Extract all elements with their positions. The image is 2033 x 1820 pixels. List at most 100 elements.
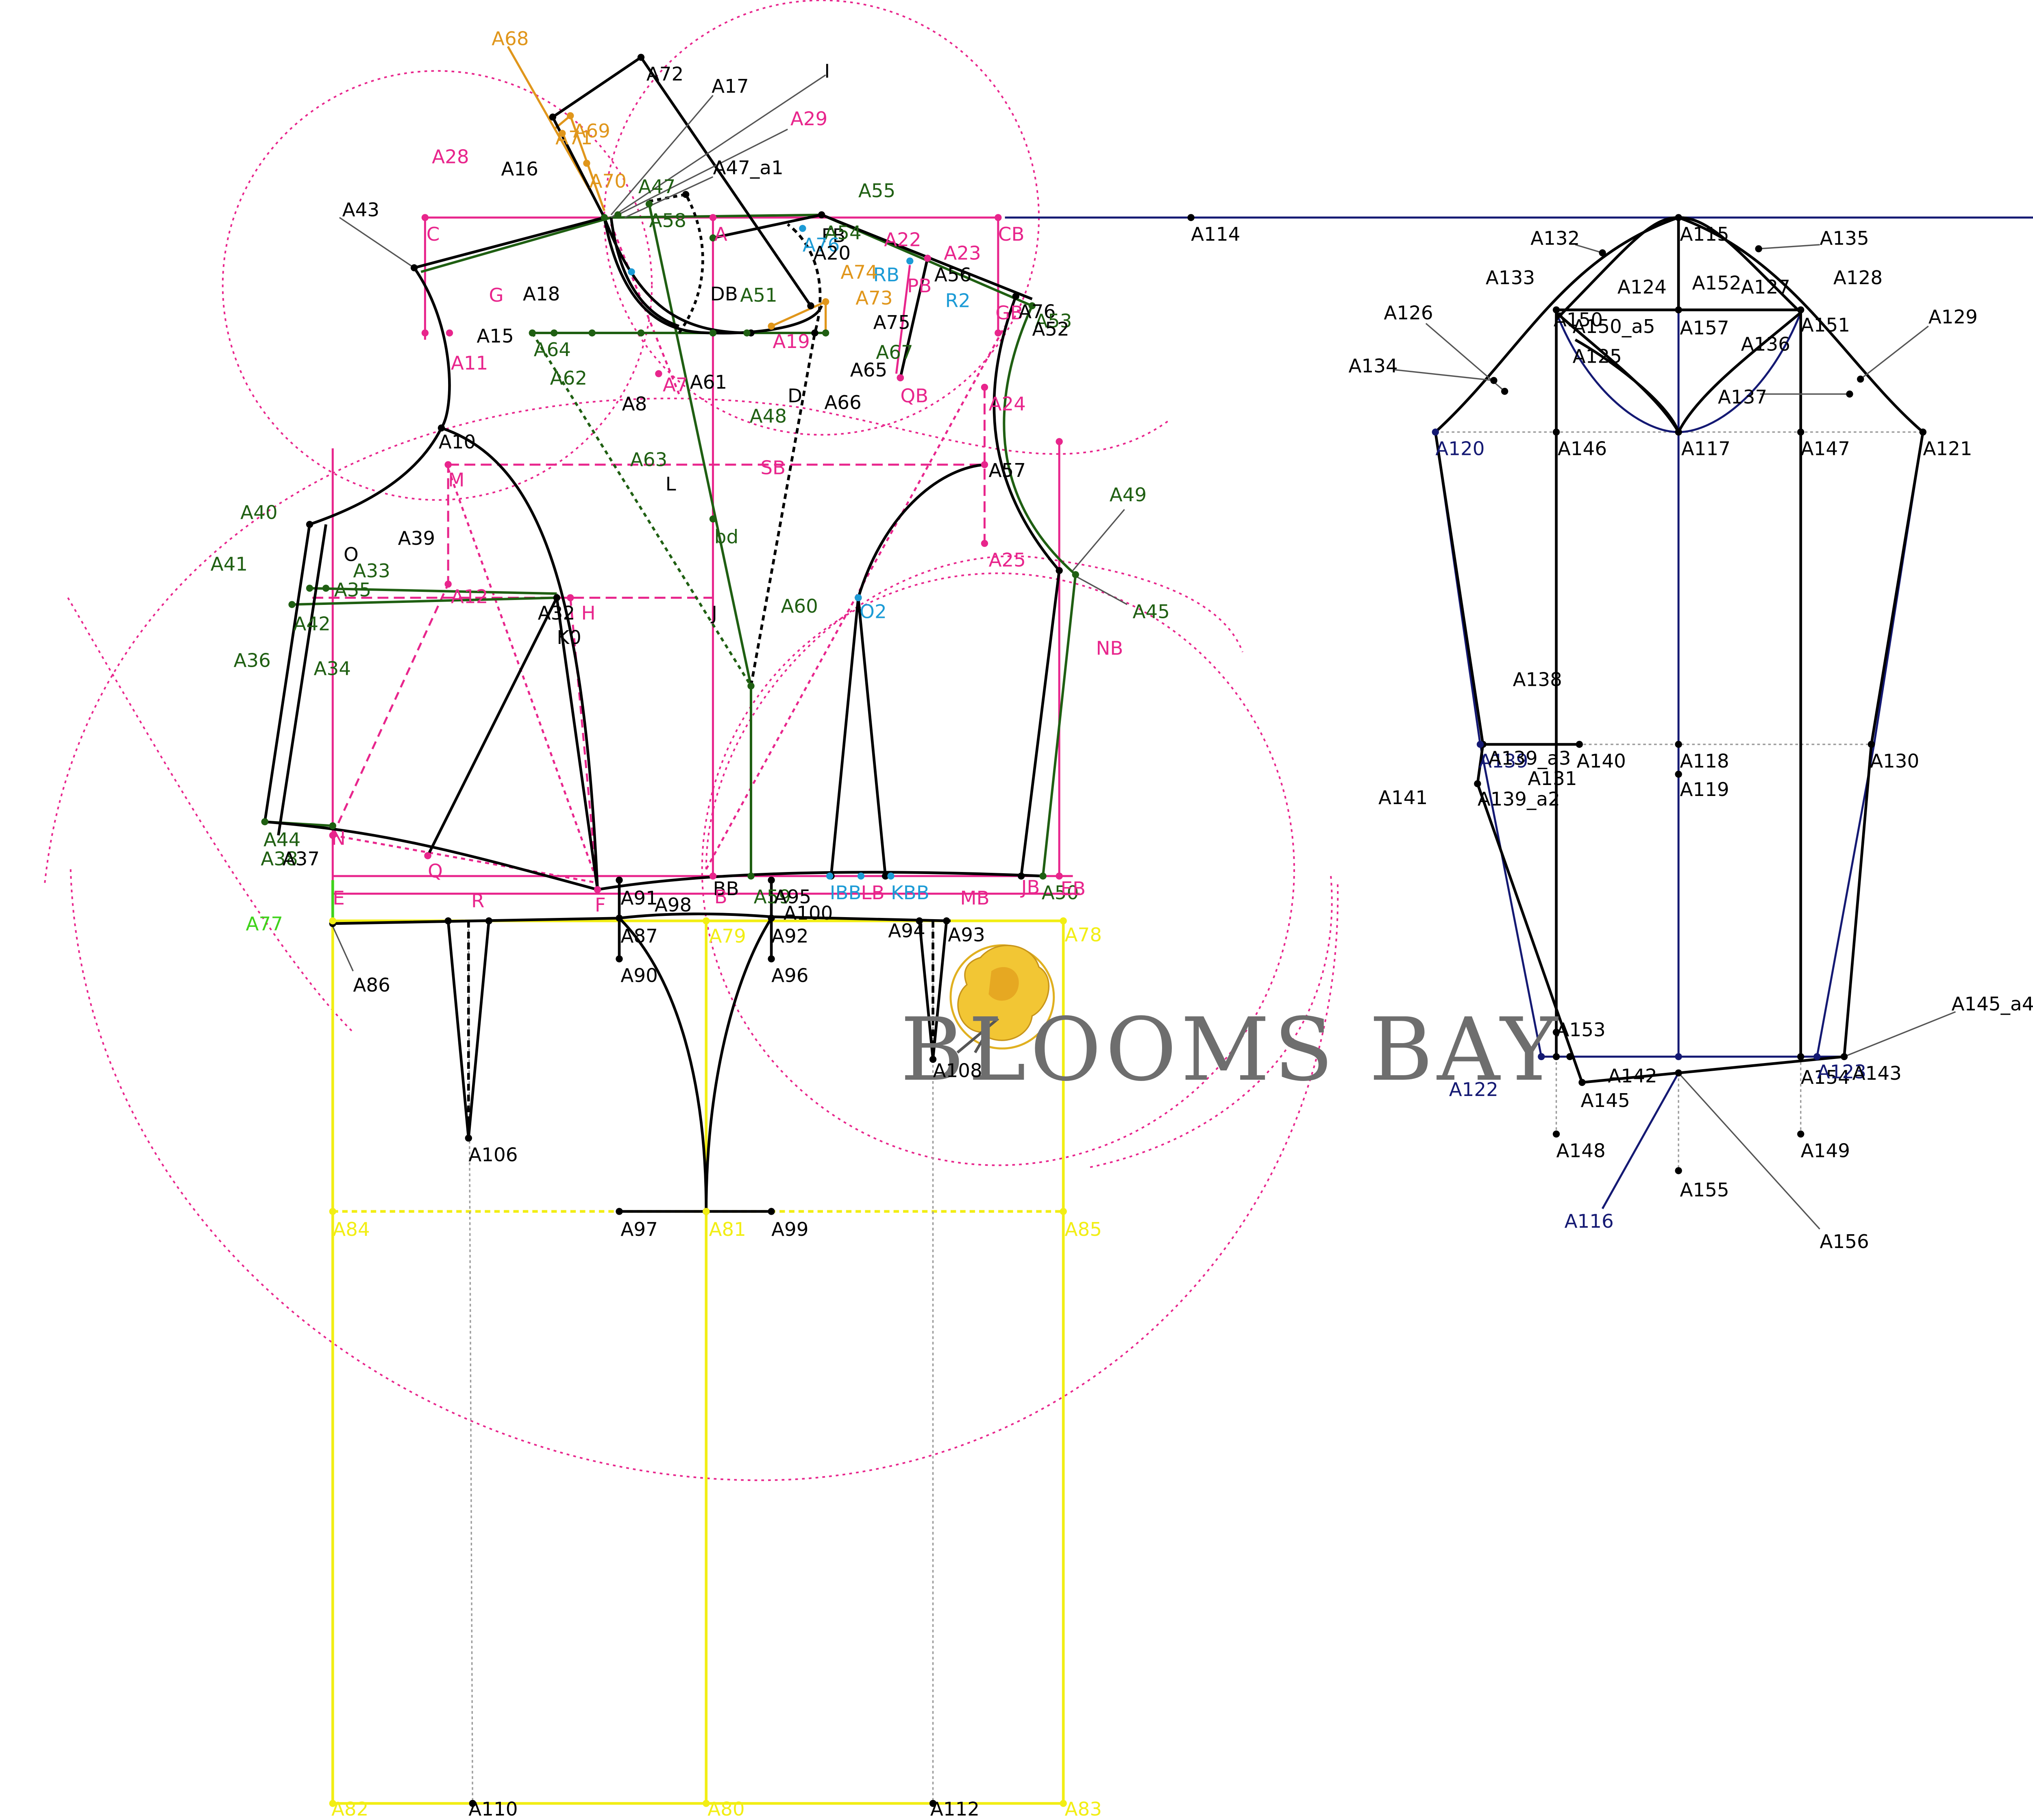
point-label: A145_a4 xyxy=(1951,994,2033,1015)
point-label: A23 xyxy=(944,243,981,265)
point-marker xyxy=(410,264,418,272)
point-label: A37 xyxy=(283,848,320,870)
leader-line xyxy=(1072,574,1128,605)
point-label: A56 xyxy=(934,264,971,286)
point-label: R2 xyxy=(945,290,971,312)
point-label: A143 xyxy=(1852,1063,1902,1085)
green-dart-dotted xyxy=(531,332,752,687)
point-marker xyxy=(1476,741,1484,748)
point-marker xyxy=(1857,375,1864,383)
point-label: A53 xyxy=(1035,311,1072,333)
front-hem xyxy=(265,820,598,891)
sleeve-left-seam xyxy=(1434,432,1584,1083)
point-label: A125 xyxy=(1573,346,1622,368)
point-marker xyxy=(465,1134,472,1142)
point-marker xyxy=(1675,214,1682,221)
point-label: A132 xyxy=(1530,228,1580,250)
point-marker xyxy=(567,594,574,602)
point-marker xyxy=(329,822,336,830)
point-label: A98 xyxy=(655,894,692,916)
points-layer xyxy=(261,54,1927,1807)
point-marker xyxy=(329,1800,336,1807)
point-marker xyxy=(1072,571,1079,578)
construction-arc xyxy=(44,398,1169,883)
point-marker xyxy=(882,872,889,880)
point-marker xyxy=(616,1208,623,1215)
point-marker xyxy=(655,370,662,377)
point-marker xyxy=(1432,428,1439,436)
point-marker xyxy=(485,917,493,924)
rose-petal-icon xyxy=(988,967,1019,1001)
point-label: QB xyxy=(900,385,928,407)
point-marker xyxy=(583,159,590,167)
leader-line xyxy=(1678,1072,1820,1230)
point-label: A38 xyxy=(261,848,298,870)
point-label: A82 xyxy=(331,1798,368,1820)
point-label: A121 xyxy=(1923,438,1972,460)
point-label: A156 xyxy=(1820,1231,1869,1253)
point-label: A118 xyxy=(1680,750,1729,772)
point-label: A146 xyxy=(1558,438,1607,460)
point-label: M xyxy=(448,469,464,491)
point-marker xyxy=(1675,741,1682,748)
point-label: L xyxy=(666,473,676,495)
point-marker xyxy=(529,329,536,337)
point-marker xyxy=(1490,377,1498,384)
point-label: A78 xyxy=(1065,924,1102,946)
point-marker xyxy=(559,130,566,137)
point-label: F xyxy=(595,894,606,916)
construction-circles xyxy=(44,0,1339,1481)
point-label: A22 xyxy=(884,229,921,251)
skirt-guides xyxy=(468,923,934,1804)
point-marker xyxy=(616,914,623,922)
point-marker xyxy=(1755,245,1762,252)
point-marker xyxy=(1675,428,1682,436)
point-label: A140 xyxy=(1577,750,1626,772)
point-label: A16 xyxy=(501,159,538,180)
point-marker xyxy=(553,594,561,602)
point-marker xyxy=(1675,306,1682,313)
point-label: A61 xyxy=(690,372,727,394)
point-label: A66 xyxy=(824,392,861,414)
point-label: BB xyxy=(713,878,739,900)
point-label: A131 xyxy=(1528,768,1577,790)
point-marker xyxy=(1187,214,1195,221)
point-marker xyxy=(601,214,608,221)
point-label: A115 xyxy=(1680,224,1729,246)
point-marker xyxy=(614,211,622,219)
point-marker xyxy=(822,298,829,305)
point-marker xyxy=(995,214,1002,221)
point-marker xyxy=(709,515,717,523)
point-label: D xyxy=(788,385,802,407)
sleeve-pleat2 xyxy=(1574,338,1680,433)
point-marker xyxy=(1060,917,1067,924)
point-label: JB xyxy=(1020,876,1040,898)
point-marker xyxy=(857,872,865,880)
point-marker xyxy=(1552,1130,1560,1138)
point-label: A8 xyxy=(622,393,647,415)
point-marker xyxy=(424,852,431,859)
point-marker xyxy=(329,917,336,924)
point-marker xyxy=(1797,1053,1804,1060)
point-marker xyxy=(1868,741,1875,748)
point-marker xyxy=(747,872,755,880)
point-label: A70 xyxy=(590,171,627,193)
point-label: A139_a3 xyxy=(1489,748,1571,770)
point-marker xyxy=(1675,1167,1682,1174)
point-label: A29 xyxy=(790,108,827,130)
leader-line xyxy=(1860,326,1929,380)
construction-arc xyxy=(1086,876,1333,1169)
point-label: A17 xyxy=(712,76,749,98)
point-label: A154 xyxy=(1801,1067,1850,1089)
point-marker xyxy=(799,225,806,232)
point-label: A50 xyxy=(1042,882,1079,904)
point-label: A100 xyxy=(784,902,833,924)
point-marker xyxy=(549,113,557,121)
point-label: A73 xyxy=(855,287,892,309)
point-label: A130 xyxy=(1870,750,1919,772)
point-label: A76 xyxy=(1019,301,1056,323)
point-label: A65 xyxy=(850,359,887,381)
point-label: A67 xyxy=(876,341,913,363)
point-marker xyxy=(822,329,829,337)
